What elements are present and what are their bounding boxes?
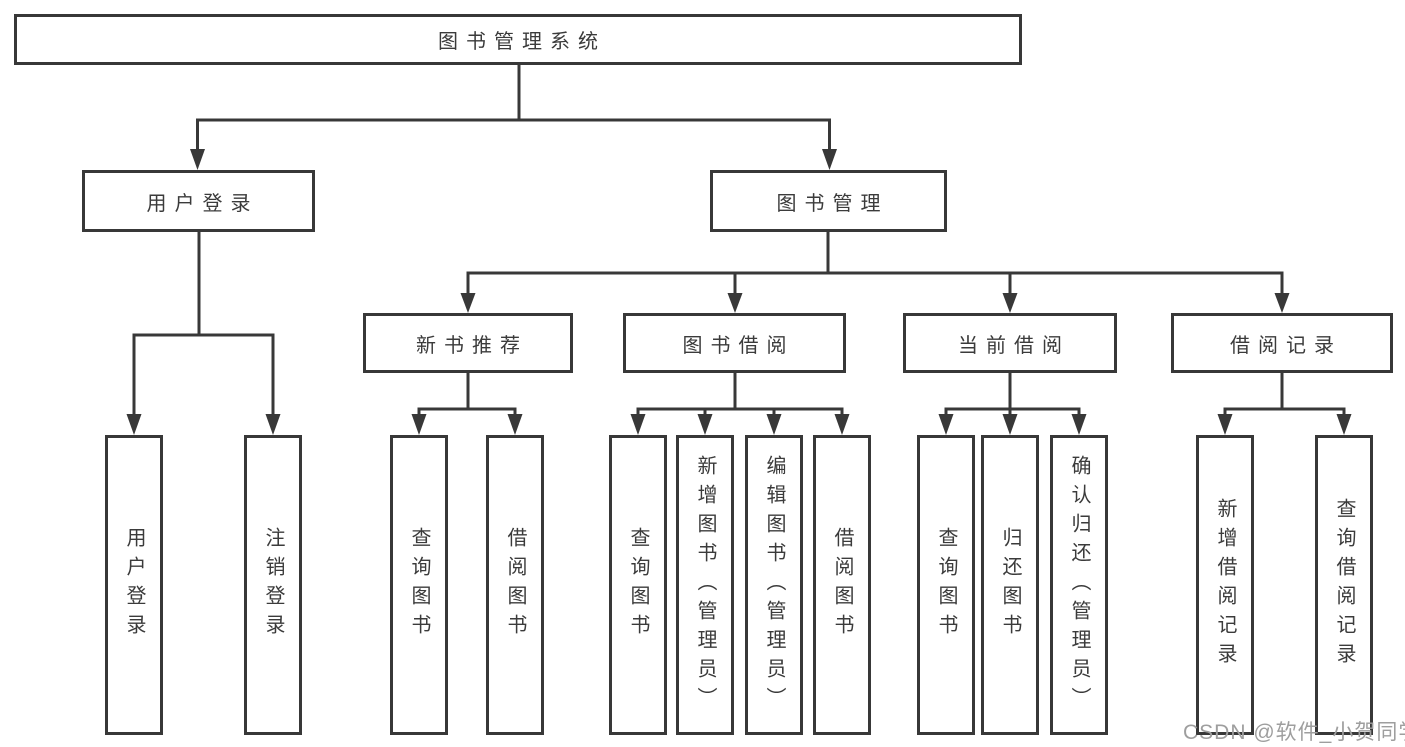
leaf-add-borrow-record: 新增借阅记录	[1196, 435, 1254, 735]
leaf-edit-books-admin: 编辑图书（管理员）	[745, 435, 803, 735]
leaf-return-books: 归还图书	[981, 435, 1039, 735]
node-book-borrowing: 图书借阅	[623, 313, 846, 373]
leaf-query-books-recommend: 查询图书	[390, 435, 448, 735]
node-new-book-recommendation: 新书推荐	[363, 313, 573, 373]
leaf-query-books-borrow: 查询图书	[609, 435, 667, 735]
leaf-borrow-books-recommend: 借阅图书	[486, 435, 544, 735]
node-book-management: 图书管理	[710, 170, 947, 232]
csdn-watermark: CSDN @软件_小贺同学	[1183, 721, 1405, 744]
node-user-login: 用户登录	[82, 170, 315, 232]
node-borrowing-records: 借阅记录	[1171, 313, 1393, 373]
leaf-confirm-return-admin: 确认归还（管理员）	[1050, 435, 1108, 735]
leaf-logout: 注销登录	[244, 435, 302, 735]
node-library-management-system: 图书管理系统	[14, 14, 1022, 65]
node-current-borrowing: 当前借阅	[903, 313, 1117, 373]
leaf-add-books-admin: 新增图书（管理员）	[676, 435, 734, 735]
leaf-query-books-current: 查询图书	[917, 435, 975, 735]
leaf-query-borrow-record: 查询借阅记录	[1315, 435, 1373, 735]
leaf-borrow-books: 借阅图书	[813, 435, 871, 735]
leaf-user-login: 用户登录	[105, 435, 163, 735]
